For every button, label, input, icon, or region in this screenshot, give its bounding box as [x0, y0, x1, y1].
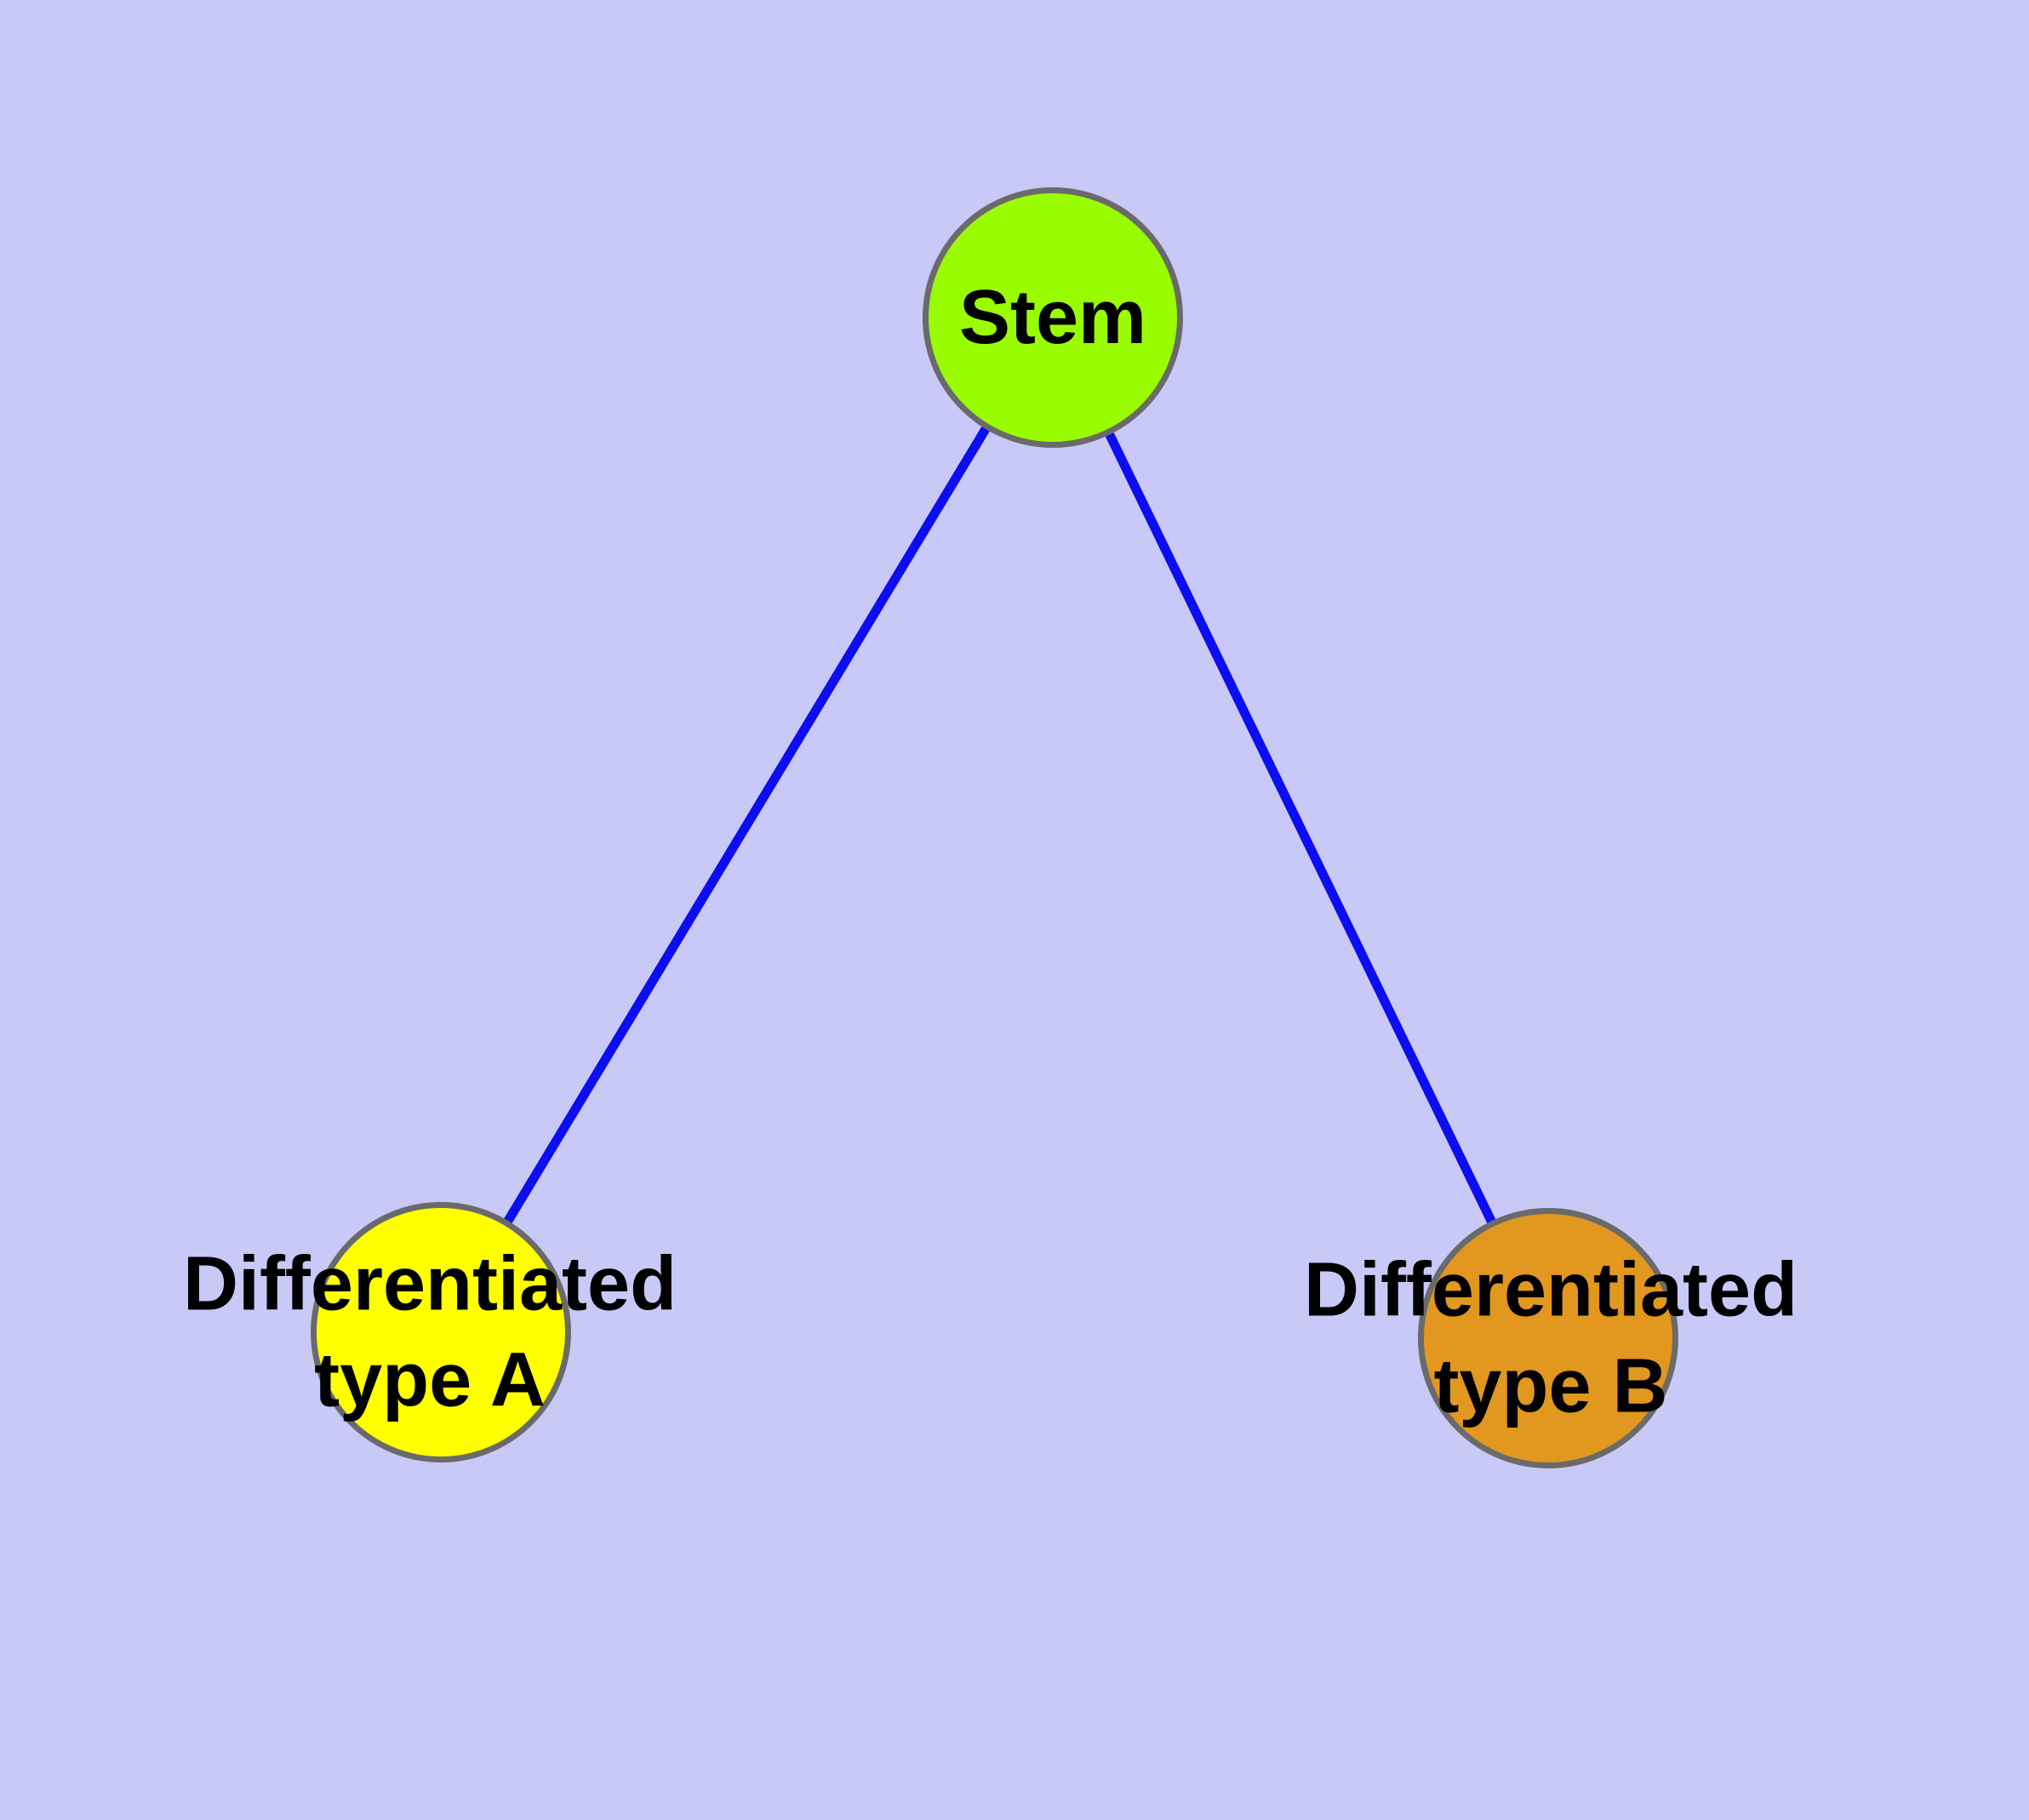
differentiated-type-a-node	[311, 1202, 571, 1462]
stem-node	[923, 187, 1183, 448]
differentiated-type-b-node	[1418, 1208, 1678, 1468]
edge-stem-to-type-b	[1049, 315, 1552, 1341]
differentiated-type-a-label-line-2: type A	[314, 1337, 546, 1422]
differentiated-type-b-node-label: Differentiated type B	[1304, 1243, 1798, 1434]
edge-stem-to-type-a	[437, 315, 1057, 1335]
stem-node-label: Stem	[959, 270, 1146, 366]
differentiated-type-a-node-label: Differentiated type A	[183, 1237, 677, 1428]
differentiated-type-b-label-line-2: type B	[1433, 1343, 1668, 1428]
differentiated-type-b-label-line-1: Differentiated	[1303, 1247, 1798, 1333]
differentiated-type-a-label-line-1: Differentiated	[182, 1241, 677, 1327]
stem-node-label-text: Stem	[958, 274, 1147, 360]
